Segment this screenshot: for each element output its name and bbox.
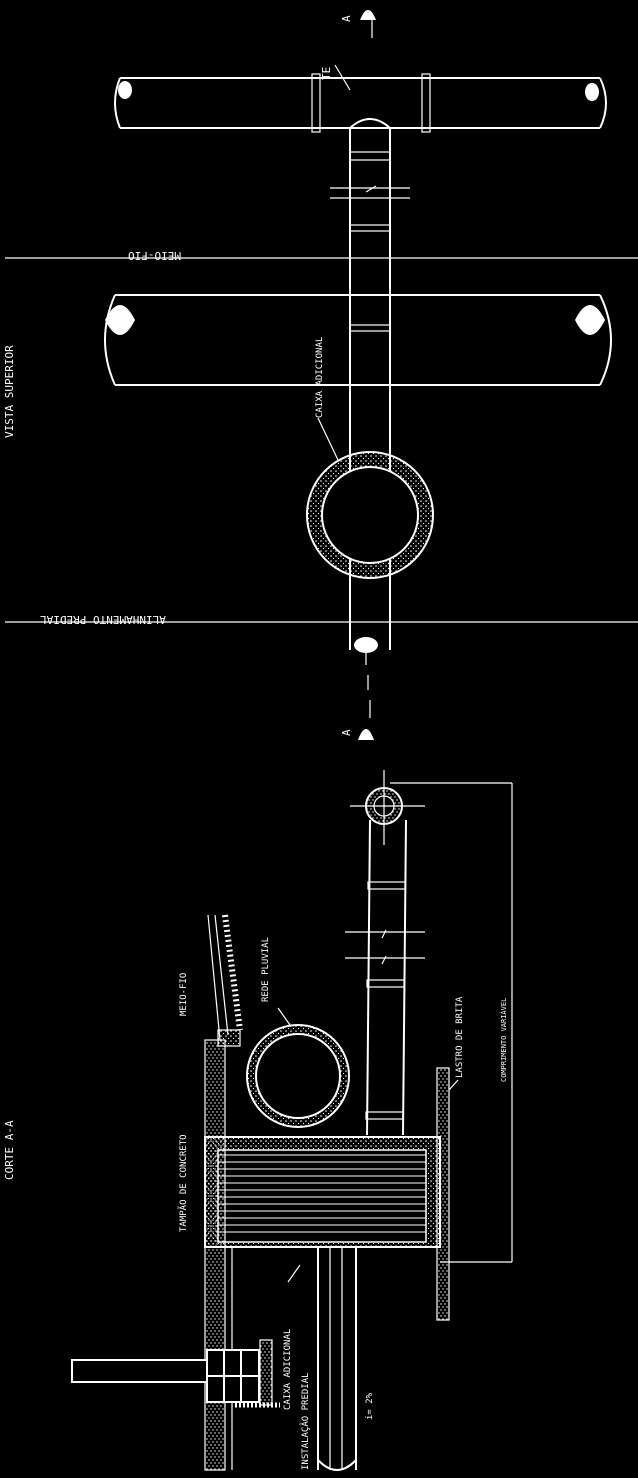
label-te: TE (320, 67, 333, 80)
label-lastro-brita: LASTRO DE BRITA (455, 996, 465, 1078)
label-section-bottom: A (340, 729, 353, 736)
label-caixa-adicional-top: CAIXA ADICIONAL (315, 337, 325, 418)
lastro-brita (436, 1067, 459, 1321)
main-pipe-upper (114, 73, 607, 133)
main-pipe-street (104, 294, 612, 386)
section-mark-bottom (358, 700, 374, 740)
label-caixa-adicional-bottom: CAIXA ADICIONAL (283, 1329, 293, 1410)
tampao-concreto (218, 1154, 426, 1233)
label-meio-fio-bottom: MEIO-FIO (179, 973, 189, 1016)
caixa-adicional-section (204, 1136, 441, 1248)
label-tampao-concreto: TAMPÃO DE CONCRETO (178, 1134, 189, 1232)
title-corte-aa: CORTE A-A (3, 1120, 16, 1180)
rede-pluvial-section (246, 1007, 350, 1128)
dimension-line (390, 782, 513, 1263)
te-fitting (334, 64, 391, 129)
label-meio-fio-top: MEIO-FIO (128, 249, 181, 262)
section-mark-top (360, 10, 376, 38)
label-alinhamento-predial: ALINHAMENTO PREDIAL (40, 613, 166, 626)
grate-box (71, 1339, 280, 1408)
title-vista-superior: VISTA SUPERIOR (3, 345, 16, 438)
branch-pipe-section (345, 819, 425, 1136)
label-section-top: A (340, 15, 353, 22)
branch-pipe-top (330, 128, 410, 690)
label-slope: i= 2% (365, 1392, 375, 1420)
label-rede-pluvial: REDE PLUVIAL (261, 937, 271, 1002)
label-instalacao-predial: INSTALAÇÃO PREDIAL (300, 1372, 311, 1470)
pipe-section-top (350, 770, 425, 845)
caixa-adicional-top (306, 417, 434, 579)
label-comprimento-variavel: COMPRIMENTO VARIÁVEL (499, 998, 508, 1082)
instalacao-predial-pipe (287, 1247, 357, 1471)
